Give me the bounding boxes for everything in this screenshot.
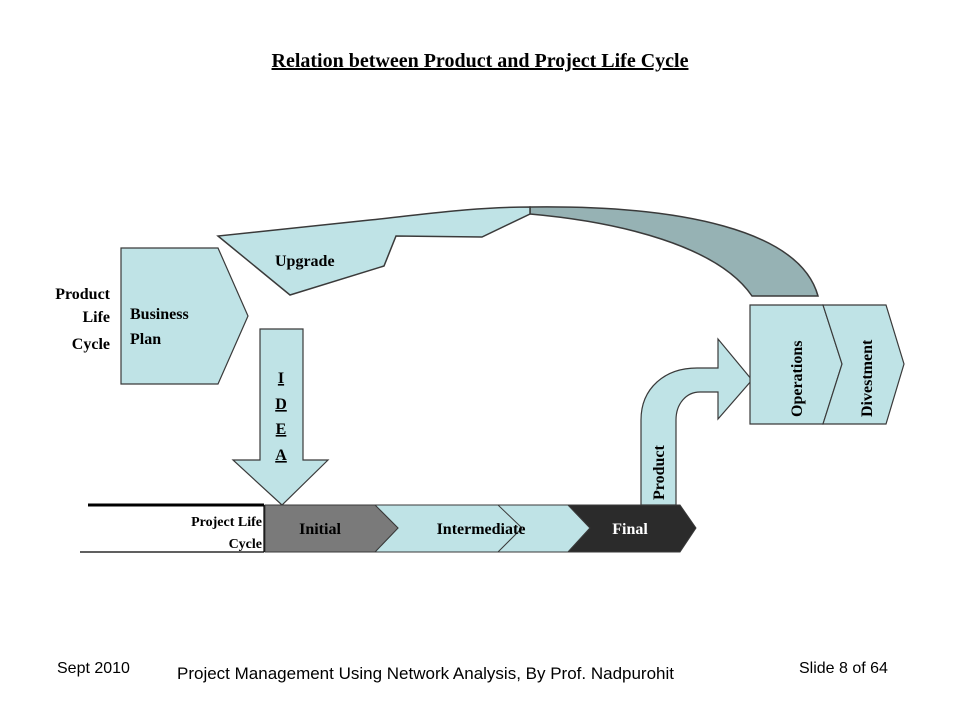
divestment-shape bbox=[822, 304, 905, 425]
footer-date: Sept 2010 bbox=[57, 660, 130, 677]
upgrade-label: Upgrade bbox=[275, 253, 335, 270]
divestment-label: Divestment bbox=[859, 339, 876, 417]
footer-course-title: Project Management Using Network Analysi… bbox=[177, 664, 675, 683]
stage-intermediate-divider-lower bbox=[497, 527, 523, 553]
product-arrow bbox=[640, 337, 753, 506]
business-plan-label-line2: Plan bbox=[130, 331, 161, 348]
idea-letter-a: A bbox=[275, 447, 287, 464]
business-plan-label-line1: Business bbox=[130, 306, 189, 323]
stage-intermediate-divider bbox=[497, 504, 523, 529]
project-life-cycle-label-line2: Cycle bbox=[229, 537, 262, 552]
project-life-cycle-label-line1: Project Life bbox=[191, 515, 262, 530]
footer-slide-number: Slide 8 of 64 bbox=[799, 660, 888, 677]
operations-label: Operations bbox=[789, 341, 806, 417]
idea-letter-e: E bbox=[276, 421, 287, 438]
stage-initial-shape bbox=[264, 504, 399, 553]
stage-intermediate-label: Intermediate bbox=[437, 521, 526, 538]
stage-final-label: Final bbox=[612, 521, 648, 538]
idea-letter-i: I bbox=[278, 370, 284, 387]
upgrade-arrow-head bbox=[216, 206, 531, 296]
stage-final-shape bbox=[566, 504, 697, 553]
product-life-cycle-label-line3: Cycle bbox=[72, 336, 110, 353]
idea-letter-d: D bbox=[275, 396, 287, 413]
product-label: Product bbox=[651, 445, 668, 500]
product-life-cycle-label-line1: Product bbox=[55, 286, 110, 303]
upgrade-arrow-tail bbox=[529, 206, 819, 297]
page-title: Relation between Product and Project Lif… bbox=[271, 50, 689, 72]
business-plan-shape bbox=[120, 247, 249, 385]
stage-initial-label: Initial bbox=[299, 521, 341, 538]
idea-arrow bbox=[231, 328, 330, 506]
product-life-cycle-label-line2: Life bbox=[82, 309, 110, 326]
